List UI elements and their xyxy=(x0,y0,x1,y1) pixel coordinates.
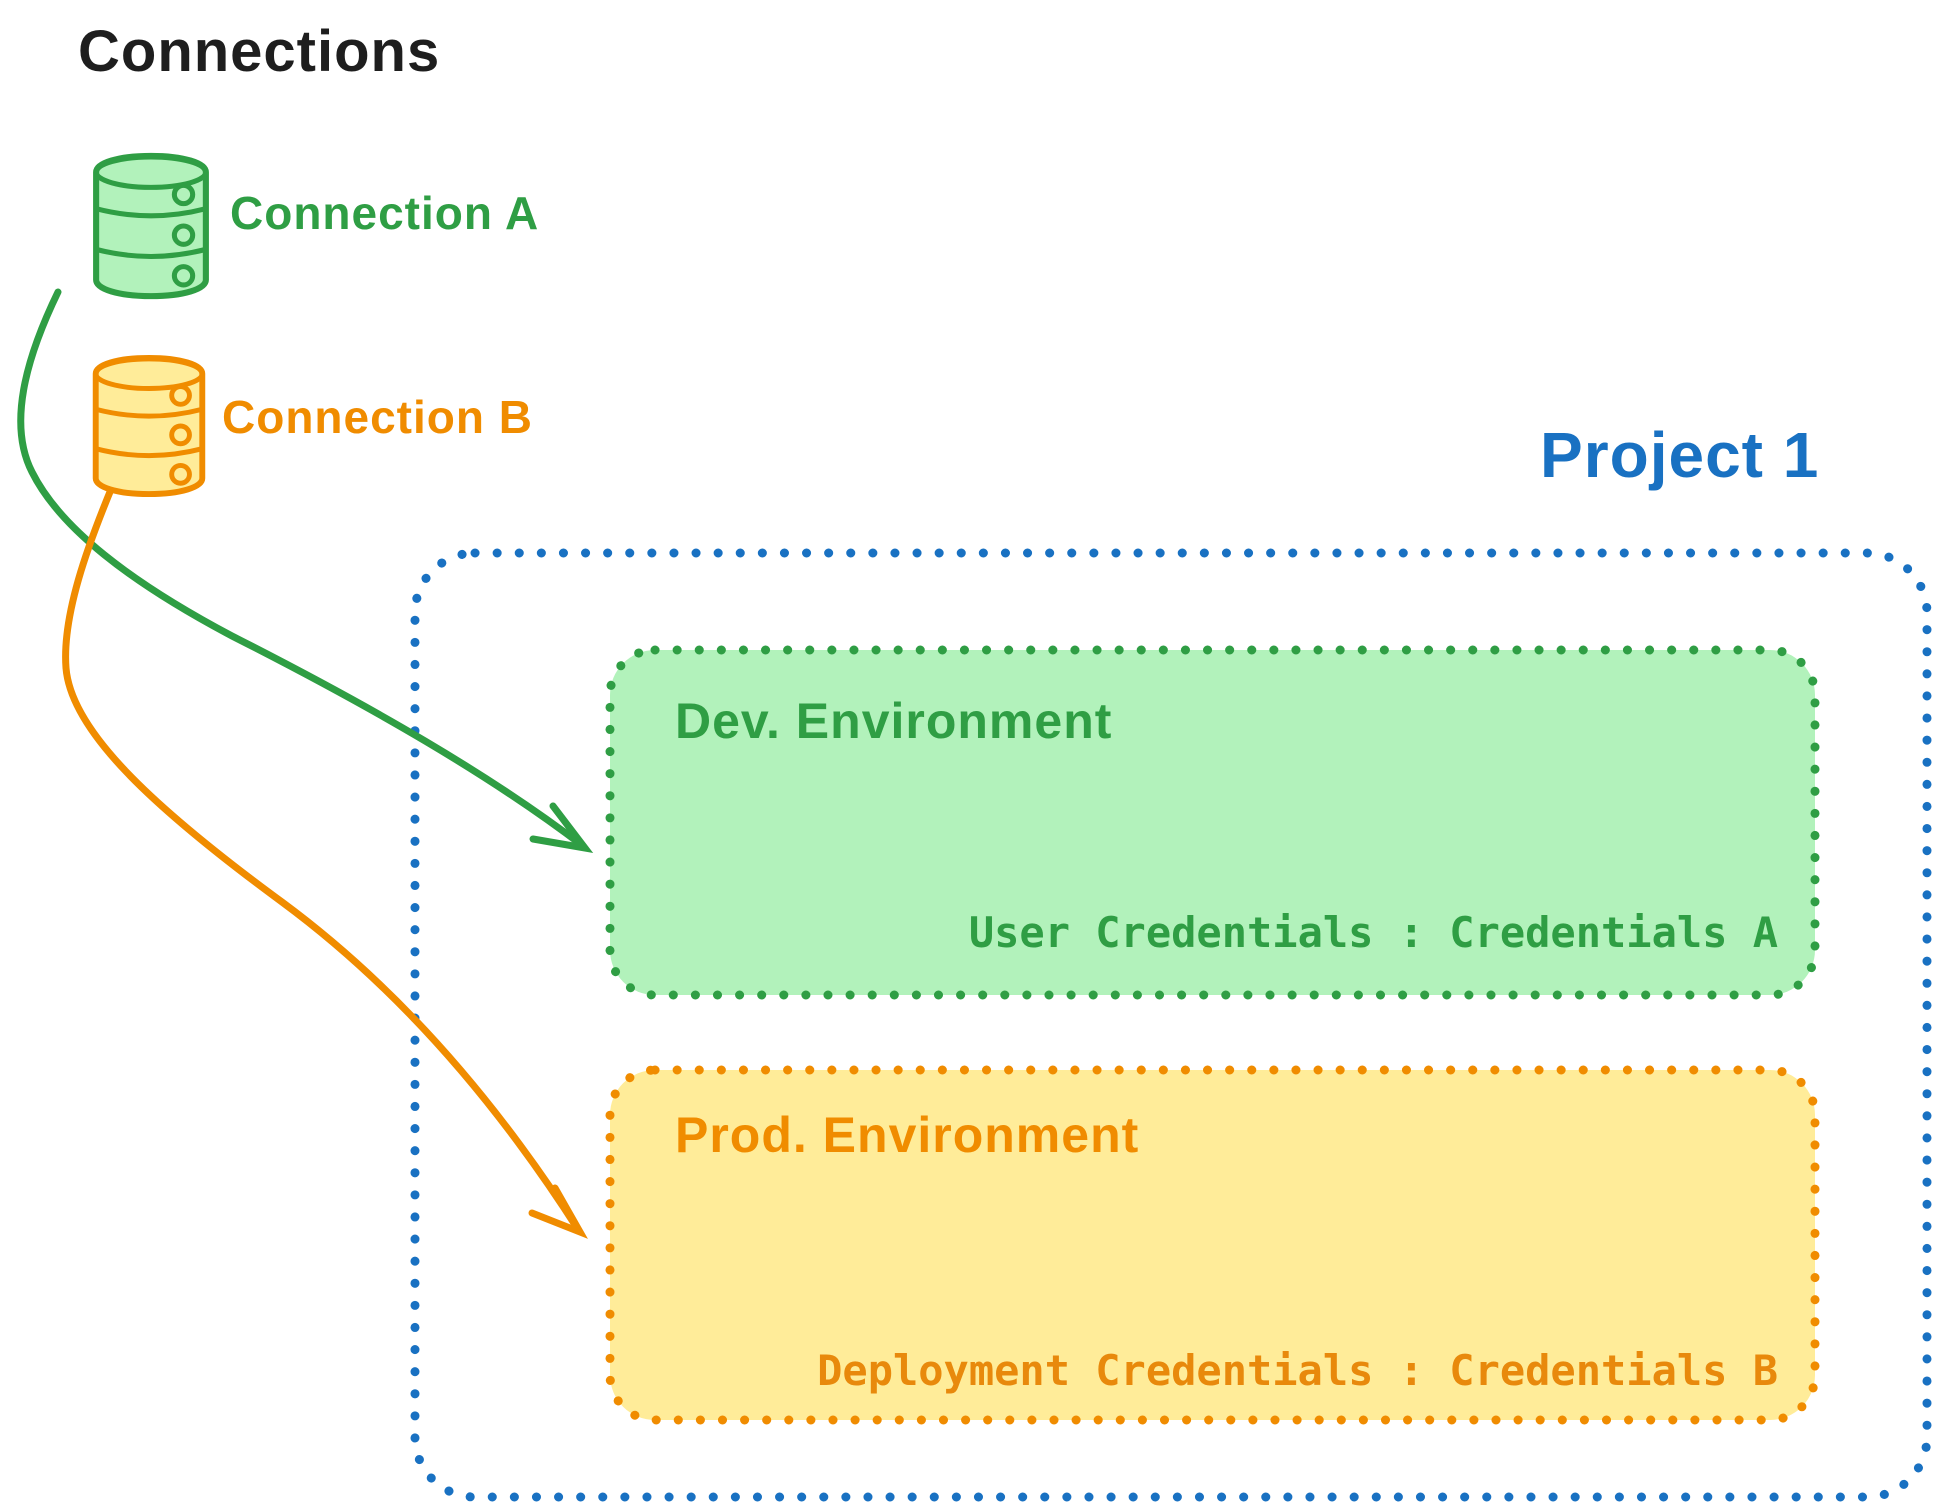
arrow-connection-b-to-prod xyxy=(62,483,588,1239)
prod-environment-heading: Prod. Environment xyxy=(675,1107,1140,1163)
prod-environment-credentials: Deployment Credentials : Credentials B xyxy=(817,1346,1778,1395)
project-title: Project 1 xyxy=(1540,419,1820,491)
dev-environment-heading: Dev. Environment xyxy=(675,693,1113,749)
connection-a-label: Connection A xyxy=(230,187,540,239)
dev-environment-credentials: User Credentials : Credentials A xyxy=(968,908,1778,957)
connections-title: Connections xyxy=(78,19,441,84)
database-icon xyxy=(93,152,209,300)
database-icon xyxy=(92,354,206,498)
connection-b-label: Connection B xyxy=(222,391,533,443)
